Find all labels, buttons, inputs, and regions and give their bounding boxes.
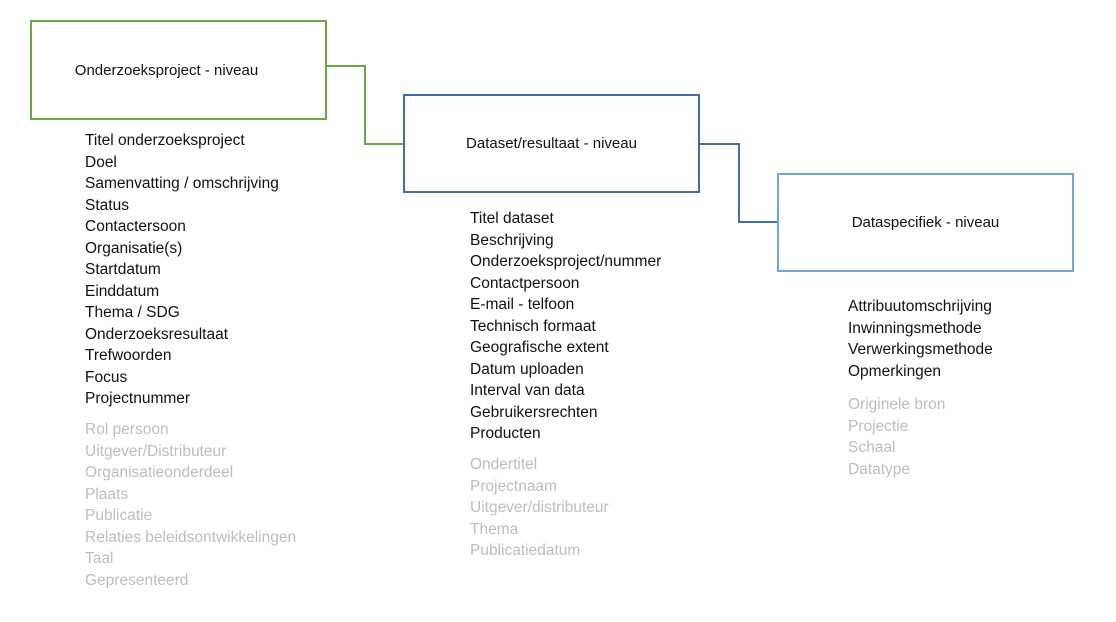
field-item: Organisatieonderdeel xyxy=(85,464,234,481)
field-item: Onderzoeksproject/nummer xyxy=(470,253,662,270)
field-item: Contactersoon xyxy=(85,218,186,235)
field-item: Projectnummer xyxy=(85,390,191,407)
field-item: Focus xyxy=(85,368,128,386)
field-item: Thema xyxy=(470,520,519,538)
field-item: Publicatie xyxy=(85,507,153,524)
field-item: Datum uploaden xyxy=(470,360,584,378)
field-item: Schaal xyxy=(848,439,896,456)
field-item: Geografische extent xyxy=(470,339,609,356)
field-item: Titel onderzoeksproject xyxy=(85,132,245,149)
field-item: Titel dataset xyxy=(470,210,554,227)
field-item: Organisatie(s) xyxy=(85,239,183,257)
field-item: Contactpersoon xyxy=(470,274,580,292)
field-item: Startdatum xyxy=(85,261,161,278)
connector-project-to-dataset xyxy=(327,65,403,145)
field-item: Beschrijving xyxy=(470,231,554,249)
field-item: Interval van data xyxy=(470,382,585,399)
field-item: Projectnaam xyxy=(470,477,558,495)
field-item: Gebruikersrechten xyxy=(470,403,598,421)
spec-level-box: Dataspecifiek - niveau xyxy=(777,173,1074,272)
field-item: Doel xyxy=(85,153,117,171)
spec-level-title: Dataspecifiek - niveau xyxy=(851,214,1000,231)
field-item: Samenvatting / omschrijving xyxy=(85,175,279,192)
field-item: Inwinningsmethode xyxy=(848,319,982,337)
field-item: Taal xyxy=(85,550,114,567)
field-item: Gepresenteerd xyxy=(85,571,189,589)
field-item: Uitgever/distributeur xyxy=(470,499,609,516)
field-item: Opmerkingen xyxy=(848,362,942,380)
field-item: Verwerkingsmethode xyxy=(848,341,993,358)
field-item: Thema / SDG xyxy=(85,304,180,321)
field-item: Onderzoeksresultaat xyxy=(85,325,229,343)
field-item: Projectie xyxy=(848,417,909,435)
field-item: Plaats xyxy=(85,485,129,503)
field-item: Producten xyxy=(470,425,541,442)
project-level-box: Onderzoeksproject - niveau xyxy=(30,20,327,120)
field-item: Uitgever/Distributeur xyxy=(85,442,227,460)
field-item: Einddatum xyxy=(85,282,160,300)
dataset-level-box: Dataset/resultaat - niveau xyxy=(403,94,700,193)
field-item: Attribuutomschrijving xyxy=(848,298,992,315)
field-item: Ondertitel xyxy=(470,456,538,473)
field-item: Originele bron xyxy=(848,396,946,413)
field-item: Relaties beleidsontwikkelingen xyxy=(85,528,297,546)
field-item: Datatype xyxy=(848,460,911,478)
field-item: Rol persoon xyxy=(85,421,169,438)
field-item: Status xyxy=(85,196,129,214)
field-item: Publicatiedatum xyxy=(470,542,581,559)
connector-dataset-to-spec xyxy=(700,143,777,223)
field-item: Technisch formaat xyxy=(470,317,596,335)
field-item: Trefwoorden xyxy=(85,347,172,364)
field-item: E-mail - telfoon xyxy=(470,296,575,313)
project-level-title: Onderzoeksproject - niveau xyxy=(74,61,259,79)
dataset-level-title: Dataset/resultaat - niveau xyxy=(466,135,637,152)
